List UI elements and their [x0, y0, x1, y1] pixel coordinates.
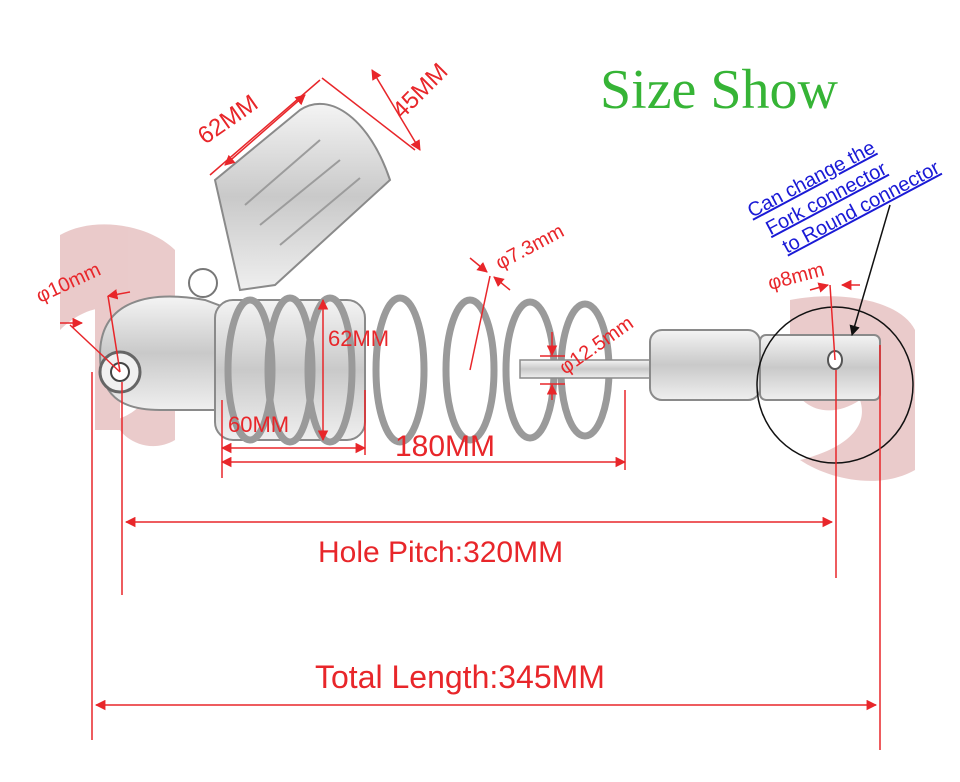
- note-pointer: [849, 204, 891, 337]
- total-length-label: Total Length:345MM: [315, 659, 605, 695]
- connector-note: Can change the Fork connector to Round c…: [744, 137, 944, 259]
- lower-mount: [519, 306, 914, 464]
- rod-label: φ7.3mm: [492, 220, 568, 274]
- spring-mount-label: 60MM: [228, 412, 289, 437]
- spring-inner-label: 62MM: [328, 326, 389, 351]
- dimension-lines: [60, 69, 881, 750]
- spring-length-label: 180MM: [395, 430, 495, 463]
- reservoir-width-label: 45MM: [387, 58, 453, 124]
- diagram-title: Size Show: [600, 59, 839, 121]
- hole-pitch-label: Hole Pitch:320MM: [318, 536, 563, 569]
- fork-hole-label: φ8mm: [766, 259, 827, 295]
